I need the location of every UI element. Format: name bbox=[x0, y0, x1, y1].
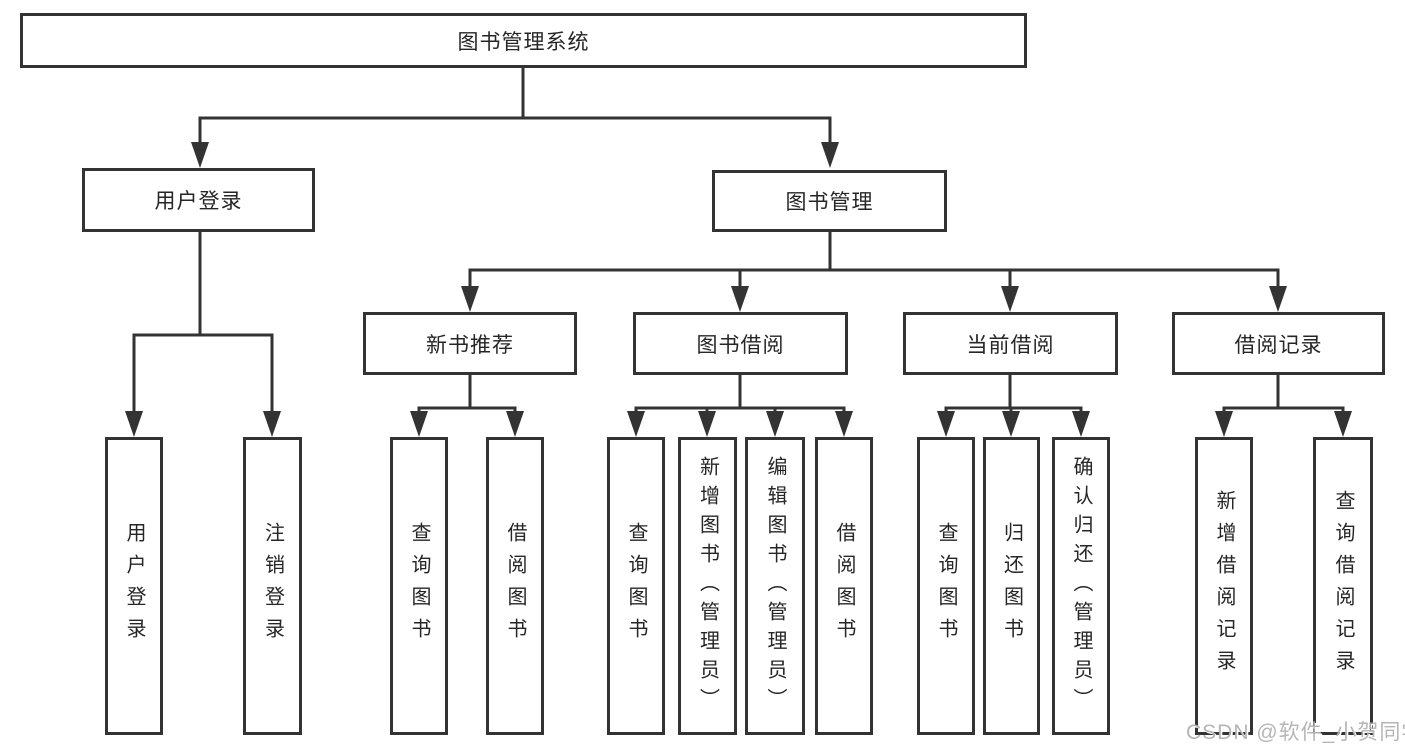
leaf-search-books-borrowing: 查询图书 bbox=[607, 437, 665, 735]
leaf-label: 查询图书 bbox=[625, 522, 647, 650]
leaf-label: 借阅图书 bbox=[833, 522, 855, 650]
leaf-label: 新增借阅记录 bbox=[1213, 490, 1235, 682]
leaf-add-books-admin: 新增图书（管理员） bbox=[678, 437, 737, 735]
leaf-label: 查询图书 bbox=[935, 522, 957, 650]
leaf-borrow-books-borrowing: 借阅图书 bbox=[815, 437, 873, 735]
node-label: 当前借阅 bbox=[966, 333, 1055, 357]
leaf-label: 新增图书（管理员） bbox=[696, 455, 719, 717]
leaf-add-borrow-record: 新增借阅记录 bbox=[1195, 437, 1253, 735]
arrowhead-icons bbox=[125, 142, 1352, 437]
node-new-book-recommendation: 新书推荐 bbox=[363, 312, 577, 375]
leaf-borrow-books-recommend: 借阅图书 bbox=[486, 437, 544, 735]
leaf-confirm-return-admin: 确认归还（管理员） bbox=[1052, 437, 1110, 735]
leaf-search-borrow-record: 查询借阅记录 bbox=[1313, 437, 1373, 735]
leaf-label: 确认归还（管理员） bbox=[1070, 455, 1092, 717]
watermark: CSDN @软件_小贺同学 bbox=[1186, 721, 1405, 744]
node-borrowing-records: 借阅记录 bbox=[1172, 312, 1385, 375]
leaf-label: 用户登录 bbox=[123, 522, 145, 650]
leaf-label: 查询借阅记录 bbox=[1332, 490, 1354, 682]
node-label: 图书借阅 bbox=[696, 333, 785, 357]
leaf-edit-books-admin: 编辑图书（管理员） bbox=[745, 437, 805, 735]
leaf-label: 编辑图书（管理员） bbox=[764, 455, 786, 717]
leaf-label: 注销登录 bbox=[261, 522, 284, 650]
node-current-borrowing: 当前借阅 bbox=[903, 312, 1118, 375]
node-label: 借阅记录 bbox=[1234, 333, 1323, 357]
node-user-login: 用户登录 bbox=[82, 168, 315, 232]
node-label: 用户登录 bbox=[154, 190, 243, 213]
node-label: 新书推荐 bbox=[426, 333, 514, 357]
node-label: 图书管理 bbox=[785, 191, 874, 214]
leaf-label: 借阅图书 bbox=[504, 522, 526, 650]
node-label: 图书管理系统 bbox=[457, 30, 590, 54]
leaf-user-login: 用户登录 bbox=[105, 437, 163, 735]
node-library-management-system: 图书管理系统 bbox=[20, 13, 1027, 68]
leaf-return-books: 归还图书 bbox=[983, 437, 1040, 735]
node-book-management: 图书管理 bbox=[712, 170, 947, 232]
leaf-label: 查询图书 bbox=[408, 522, 430, 650]
leaf-label: 归还图书 bbox=[1000, 522, 1023, 650]
node-book-borrowing: 图书借阅 bbox=[633, 312, 848, 375]
leaf-search-books-current: 查询图书 bbox=[917, 437, 975, 735]
leaf-search-books-recommend: 查询图书 bbox=[390, 437, 448, 735]
leaf-logout: 注销登录 bbox=[243, 437, 302, 735]
